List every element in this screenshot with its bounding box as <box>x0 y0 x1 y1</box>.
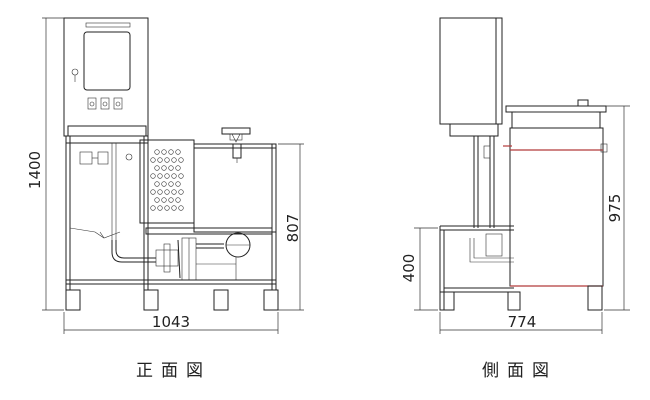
side-view-caption: 側面図 <box>482 361 557 381</box>
side-pump <box>485 233 503 257</box>
cabinet-window <box>83 31 131 91</box>
side-tank <box>509 127 604 287</box>
dim-label-807: 807 <box>284 214 302 243</box>
lower-crossbar <box>145 227 273 235</box>
side-view: 400 975 774 <box>400 17 630 334</box>
front-view: 1400 807 1043 <box>26 17 304 334</box>
cabinet-switch-2 <box>100 97 110 110</box>
cabinet-switch-3 <box>113 97 123 110</box>
dim-label-1043: 1043 <box>152 313 190 331</box>
side-cabinet <box>439 17 503 125</box>
side-foot-1 <box>439 291 455 311</box>
cabinet-switch-1 <box>87 97 97 110</box>
control-cabinet <box>63 17 149 137</box>
front-view-caption: 正面図 <box>136 361 211 381</box>
front-tank <box>193 143 277 233</box>
dim-label-975: 975 <box>606 194 624 223</box>
front-foot-2 <box>143 289 159 311</box>
grille-holes <box>150 149 184 211</box>
dim-label-1400: 1400 <box>26 151 44 189</box>
side-tank-lid <box>505 105 607 113</box>
front-valve <box>79 151 93 165</box>
side-foot-3 <box>587 285 603 311</box>
cabinet-lock-icon <box>71 68 79 76</box>
front-pipe <box>111 240 156 263</box>
front-foot-1 <box>65 289 81 311</box>
dim-label-774: 774 <box>508 313 537 331</box>
dim-label-400: 400 <box>400 254 418 283</box>
side-foot-2 <box>507 291 521 311</box>
nozzle-spout <box>232 143 242 159</box>
front-foot-3 <box>213 289 229 311</box>
nozzle-flange <box>221 127 251 135</box>
cabinet-label-plate <box>85 22 131 28</box>
front-foot-4 <box>263 289 279 311</box>
cabinet-base <box>67 125 147 137</box>
side-cabinet-base <box>449 123 499 137</box>
